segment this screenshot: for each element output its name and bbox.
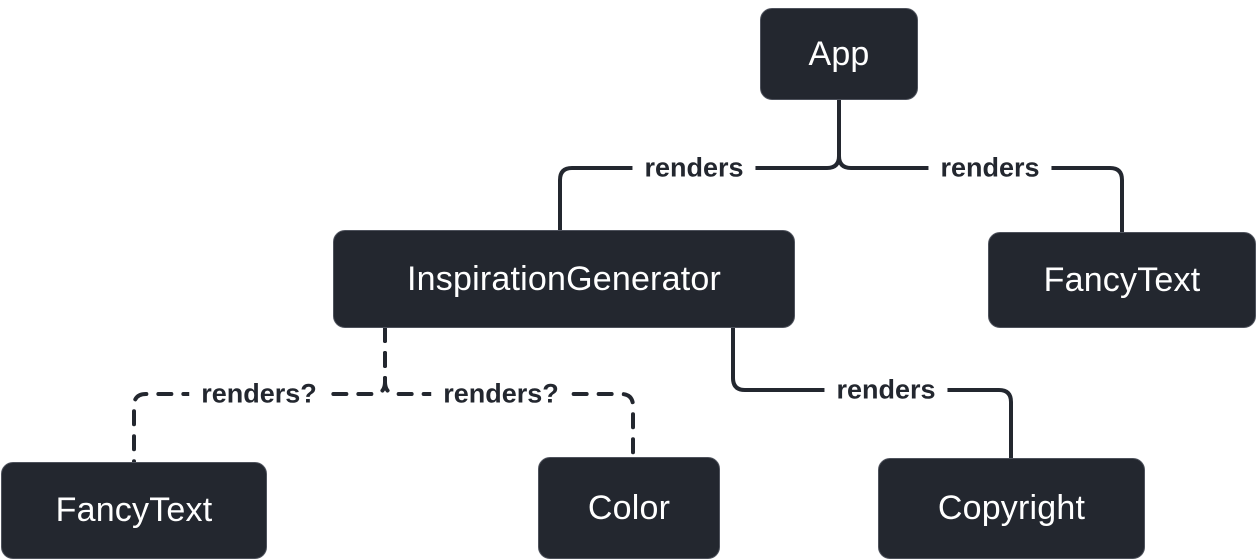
node-fancy-text-top-label: FancyText (1043, 260, 1201, 299)
edge-label-inspiration-generator-to-color: renders? (431, 378, 571, 410)
node-color-label: Color (587, 488, 671, 527)
node-copyright: Copyright (878, 458, 1145, 559)
node-app-label: App (808, 34, 870, 73)
node-fancy-text-bottom-label: FancyText (55, 491, 213, 529)
edge-label-app-to-fancy-text-top: renders (928, 152, 1052, 184)
node-app: App (760, 8, 918, 100)
node-fancy-text-bottom: FancyText (1, 462, 267, 559)
node-color: Color (538, 457, 720, 559)
node-copyright-label: Copyright (937, 489, 1086, 527)
node-inspiration-generator-label: InspirationGenerator (407, 259, 721, 298)
edge-label-app-to-inspiration-generator: renders (632, 152, 756, 184)
edge-label-inspiration-generator-to-fancy-text-bottom: renders? (189, 378, 329, 410)
node-fancy-text-top: FancyText (988, 232, 1256, 328)
node-inspiration-generator: InspirationGenerator (333, 230, 795, 328)
edge-label-inspiration-generator-to-copyright: renders (824, 374, 948, 406)
